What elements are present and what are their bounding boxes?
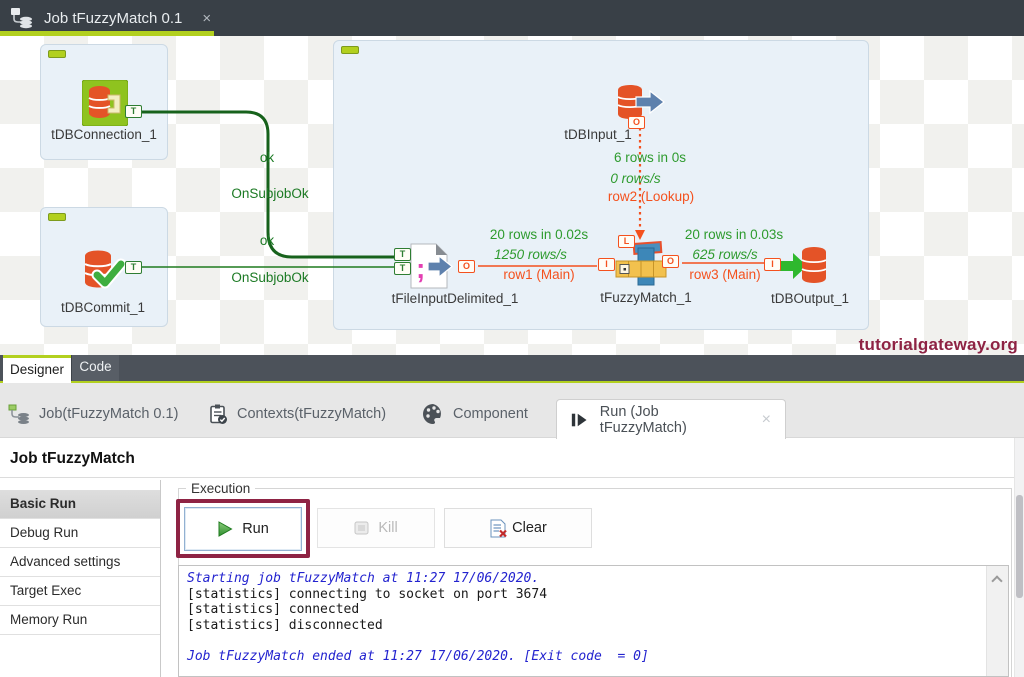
component-label: tFuzzyMatch_1 bbox=[590, 290, 702, 305]
tab-code[interactable]: Code bbox=[71, 355, 119, 381]
run-button-label: Run bbox=[242, 521, 269, 537]
design-canvas[interactable]: T tDBConnection_1 T tDBCommit_1 O tDBInp… bbox=[0, 36, 1024, 355]
component-tdbconnection[interactable] bbox=[82, 80, 128, 126]
contexts-icon bbox=[208, 404, 228, 425]
kill-button-label: Kill bbox=[378, 520, 397, 536]
link-label-row3: row3 (Main) bbox=[666, 267, 784, 282]
run-icon bbox=[571, 410, 588, 430]
row-stat-count: 20 rows in 0.03s bbox=[672, 227, 796, 242]
sidebar-item-debug-run[interactable]: Debug Run bbox=[0, 519, 160, 548]
component-label: tDBOutput_1 bbox=[755, 291, 865, 306]
component-tfileinputdelimited[interactable]: ; bbox=[406, 243, 456, 289]
divider bbox=[0, 477, 1024, 478]
db-connection-icon bbox=[82, 80, 128, 126]
input-connector[interactable]: I bbox=[598, 258, 615, 271]
component-icon bbox=[422, 403, 444, 425]
page-title: Job tFuzzyMatch bbox=[10, 450, 135, 468]
clear-log-icon bbox=[489, 519, 508, 538]
link-label-onsubjobok: OnSubjobOk bbox=[224, 270, 316, 285]
job-icon bbox=[10, 7, 34, 29]
component-label: tDBConnection_1 bbox=[30, 127, 178, 142]
tab-label: Contexts(tFuzzyMatch) bbox=[237, 406, 386, 422]
tab-component[interactable]: Component bbox=[422, 400, 528, 428]
tab-label: Component bbox=[453, 406, 528, 422]
tab-designer[interactable]: Designer bbox=[3, 355, 71, 383]
row-stat-count: 6 rows in 0s bbox=[590, 150, 710, 165]
editor-tab-bar: Job tFuzzyMatch 0.1 × bbox=[0, 0, 1024, 36]
close-icon[interactable]: × bbox=[762, 411, 771, 429]
link-label-onsubjobok: OnSubjobOk bbox=[224, 186, 316, 201]
panel-scrollbar[interactable] bbox=[1014, 438, 1024, 677]
view-tab-strip: Job(tFuzzyMatch 0.1) Contexts(tFuzzyMatc… bbox=[0, 383, 1024, 438]
run-button[interactable]: Run bbox=[184, 507, 302, 551]
component-label: tFileInputDelimited_1 bbox=[370, 291, 540, 306]
console-line: [statistics] connecting to socket on por… bbox=[187, 587, 982, 603]
tab-label: Run (Job tFuzzyMatch) bbox=[600, 404, 726, 436]
console-line: Job tFuzzyMatch ended at 11:27 17/06/202… bbox=[187, 649, 982, 665]
mode-tab-bar: Designer Code bbox=[0, 355, 1024, 383]
row-stat-rate: 625 rows/s bbox=[671, 247, 779, 262]
link-label-ok: ok bbox=[252, 233, 282, 248]
sidebar-item-target-exec[interactable]: Target Exec bbox=[0, 577, 160, 606]
trigger-connector[interactable]: T bbox=[125, 105, 142, 118]
editor-tab-title: Job tFuzzyMatch 0.1 bbox=[44, 10, 182, 27]
row-stat-count: 20 rows in 0.02s bbox=[478, 227, 600, 242]
play-icon bbox=[217, 521, 233, 537]
console-line: Starting job tFuzzyMatch at 11:27 17/06/… bbox=[187, 571, 982, 587]
tab-job[interactable]: Job(tFuzzyMatch 0.1) bbox=[8, 400, 178, 428]
component-tdboutput[interactable] bbox=[780, 244, 836, 290]
scrollbar-thumb[interactable] bbox=[1016, 495, 1023, 598]
db-output-icon bbox=[780, 244, 836, 290]
link-label-row1: row1 (Main) bbox=[480, 267, 598, 282]
link-label-ok: ok bbox=[252, 150, 282, 165]
sidebar-item-basic-run[interactable]: Basic Run bbox=[0, 490, 160, 519]
trigger-connector[interactable]: T bbox=[125, 261, 142, 274]
clear-button-label: Clear bbox=[512, 520, 547, 536]
sidebar-item-advanced-settings[interactable]: Advanced settings bbox=[0, 548, 160, 577]
execution-label: Execution bbox=[186, 481, 255, 496]
job-icon bbox=[8, 404, 30, 424]
component-label: tDBInput_1 bbox=[538, 127, 658, 142]
lookup-arrowhead bbox=[635, 230, 645, 240]
sidebar-item-memory-run[interactable]: Memory Run bbox=[0, 606, 160, 635]
tab-contexts[interactable]: Contexts(tFuzzyMatch) bbox=[208, 400, 386, 428]
console-line: [statistics] disconnected bbox=[187, 618, 982, 634]
tab-run-active[interactable]: Run (Job tFuzzyMatch) × bbox=[556, 399, 786, 439]
watermark: tutorialgateway.org bbox=[859, 335, 1018, 355]
console-line bbox=[187, 633, 982, 649]
tab-label: Job(tFuzzyMatch 0.1) bbox=[39, 406, 178, 422]
stop-icon bbox=[354, 521, 369, 535]
link-label-row2: row2 (Lookup) bbox=[591, 189, 711, 204]
console-line: [statistics] connected bbox=[187, 602, 982, 618]
trigger-connector[interactable]: T bbox=[394, 248, 411, 261]
console-output: Starting job tFuzzyMatch at 11:27 17/06/… bbox=[187, 571, 982, 664]
kill-button[interactable]: Kill bbox=[317, 508, 435, 548]
run-view: Job tFuzzyMatch Basic Run Debug Run Adva… bbox=[0, 438, 1024, 677]
svg-text:;: ; bbox=[416, 253, 425, 284]
run-sidebar: Basic Run Debug Run Advanced settings Ta… bbox=[0, 480, 161, 677]
close-icon[interactable]: × bbox=[202, 10, 211, 27]
file-input-delimited-icon: ; bbox=[406, 243, 456, 289]
scroll-up-icon[interactable] bbox=[991, 575, 1002, 586]
row-stat-rate: 1250 rows/s bbox=[478, 247, 583, 262]
execution-console[interactable]: Starting job tFuzzyMatch at 11:27 17/06/… bbox=[178, 565, 1009, 677]
lookup-connector[interactable]: L bbox=[618, 235, 635, 248]
trigger-connector[interactable]: T bbox=[394, 262, 411, 275]
console-scrollbar[interactable] bbox=[986, 566, 1008, 676]
component-label: tDBCommit_1 bbox=[30, 300, 176, 315]
output-connector[interactable]: O bbox=[458, 260, 475, 273]
clear-button[interactable]: Clear bbox=[444, 508, 592, 548]
component-tdbcommit[interactable] bbox=[83, 248, 127, 292]
row-stat-rate: 0 rows/s bbox=[583, 171, 688, 186]
db-commit-icon bbox=[83, 248, 127, 292]
